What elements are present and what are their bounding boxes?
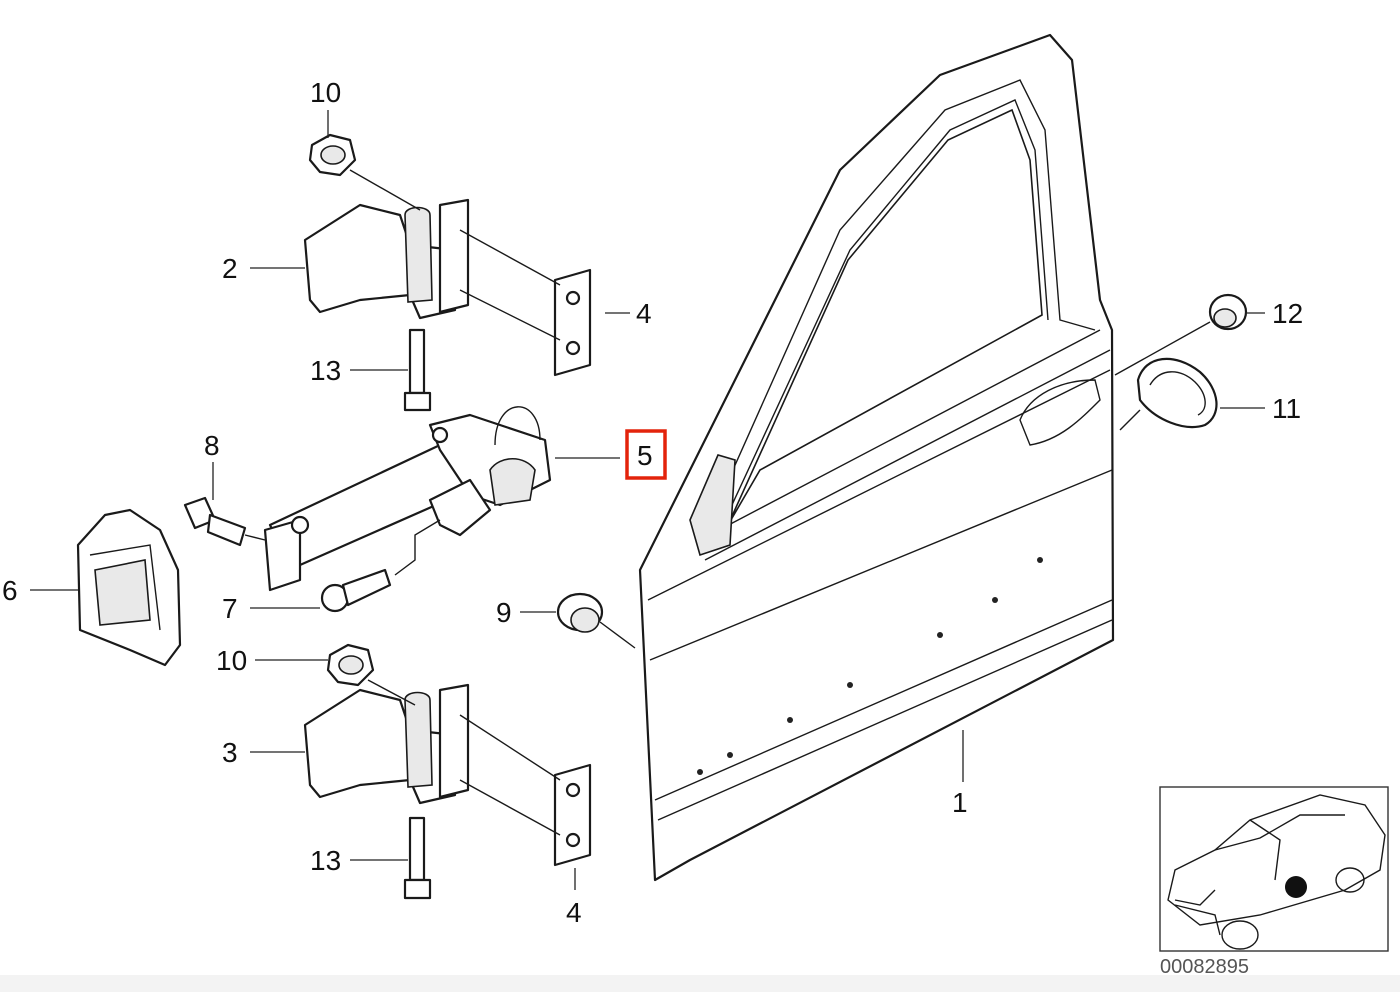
callout-5-highlight bbox=[625, 429, 667, 480]
callout-4-upper[interactable]: 4 bbox=[636, 298, 652, 329]
callout-13-upper[interactable]: 13 bbox=[310, 355, 341, 386]
shim-plate-lower bbox=[553, 763, 592, 867]
hinge-upper bbox=[303, 198, 470, 320]
hinge-bolt-upper bbox=[403, 328, 432, 412]
callout-1[interactable]: 1 bbox=[952, 787, 968, 818]
diagram-number: 00082895 bbox=[1160, 956, 1249, 975]
callout-4-lower[interactable]: 4 bbox=[566, 897, 582, 928]
callout-2[interactable]: 2 bbox=[222, 253, 238, 284]
locator-inset bbox=[1159, 786, 1389, 952]
car-silhouette-icon bbox=[1167, 794, 1386, 950]
callout-5[interactable]: 5 bbox=[637, 440, 653, 471]
grommet-large bbox=[1136, 357, 1218, 429]
location-marker bbox=[1285, 876, 1307, 898]
callout-13-lower[interactable]: 13 bbox=[310, 845, 341, 876]
door-check-strap bbox=[263, 406, 552, 592]
callout-11[interactable]: 11 bbox=[1272, 393, 1301, 424]
callout-10-lower[interactable]: 10 bbox=[216, 645, 247, 676]
callout-9[interactable]: 9 bbox=[496, 597, 512, 628]
hex-nut-lower bbox=[326, 643, 375, 687]
rubber-plug bbox=[556, 592, 604, 633]
callout-10-upper[interactable]: 10 bbox=[310, 77, 341, 108]
callout-8[interactable]: 8 bbox=[204, 430, 220, 461]
bolt-check-strap bbox=[320, 568, 392, 613]
bottom-bar bbox=[0, 975, 1400, 992]
shim-plate-upper bbox=[553, 268, 592, 377]
callout-3[interactable]: 3 bbox=[222, 737, 238, 768]
hex-nut-upper bbox=[308, 133, 357, 177]
hinge-lower bbox=[303, 683, 470, 805]
callout-6[interactable]: 6 bbox=[2, 575, 18, 606]
screw-check-strap bbox=[183, 496, 247, 547]
cable-guide-boot bbox=[76, 508, 182, 667]
door-panel bbox=[638, 33, 1115, 882]
hinge-bolt-lower bbox=[403, 816, 432, 900]
clip-small bbox=[1208, 293, 1248, 331]
callout-12[interactable]: 12 bbox=[1272, 298, 1303, 329]
callout-7[interactable]: 7 bbox=[222, 593, 238, 624]
